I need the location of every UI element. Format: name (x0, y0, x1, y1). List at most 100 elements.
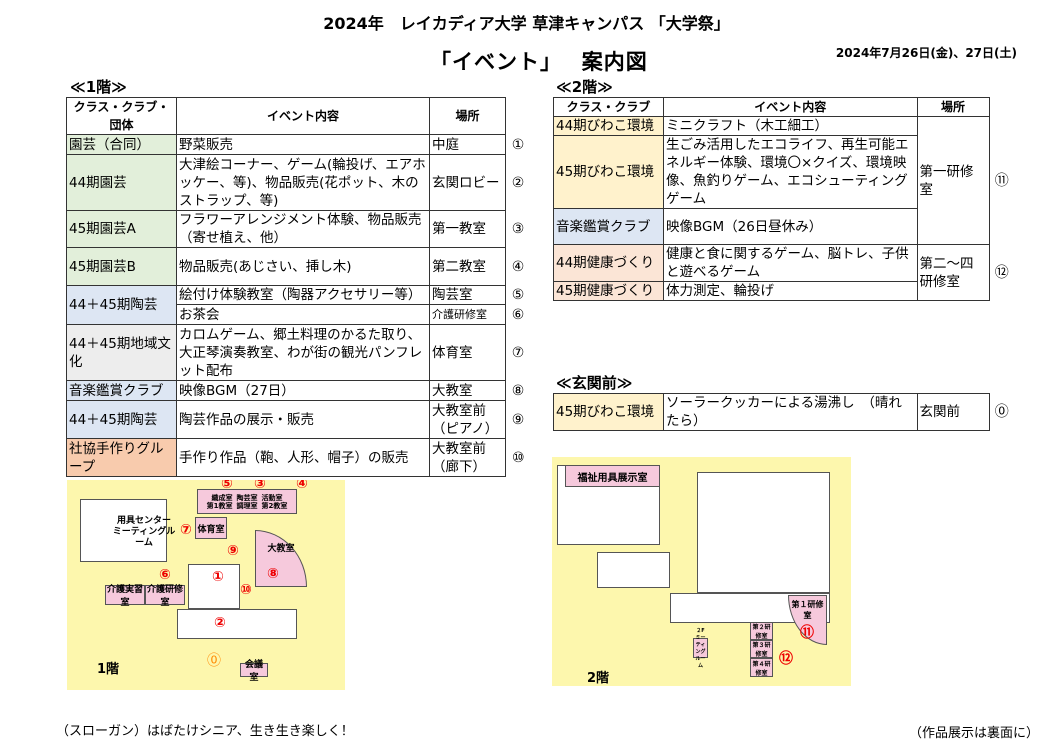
event-cell: 健康と食に関するゲーム、脳トレ、子供と遊べるゲーム (663, 244, 918, 282)
group-cell: 音楽鑑賞クラブ (553, 208, 664, 245)
event-cell: 陶芸作品の展示・販売 (176, 400, 430, 439)
event-cell: 大津絵コーナー、ゲーム(輪投げ、エアホッケー、等)、物品販売(花ポット、木のスト… (176, 154, 430, 211)
document-subtitle: 「イベント」 案内図 (430, 50, 648, 74)
map-gym: 体育室 (195, 517, 227, 539)
map-marker-11: ⑪ (800, 625, 814, 641)
map-marker-9: ⑨ (227, 543, 239, 559)
place-cell: 大教室前（廊下） (429, 438, 506, 477)
map-top-room-label: 活動室 (261, 493, 283, 502)
number-column-spacer (505, 97, 528, 135)
place-cell: 第二～四研修室 (916, 244, 990, 301)
map-marker-10: ⑩ (240, 582, 252, 598)
table-header-row: クラス・クラブ・団体イベント内容場所 (66, 97, 528, 135)
map-training-room-2: 第２研修室 (750, 622, 773, 640)
floor1-heading: ≪1階≫ (70, 78, 127, 96)
map-marker-6: ⑥ (159, 567, 171, 583)
group-cell: 45期びわこ環境 (553, 135, 664, 209)
place-cell: 大教室前（ピアノ） (429, 400, 506, 439)
event-cell: 映像BGM（26日昼休み） (663, 208, 918, 245)
location-number: ⑨ (505, 400, 528, 439)
floor2-map: 福祉用具展示室 第１研修室 第２研修室 第３研修室 第４研修室 ２Fミーティング… (552, 457, 851, 686)
footer-note: （作品展示は裏面に） (908, 726, 1039, 741)
place-cell: 中庭 (429, 134, 506, 155)
event-cell: お茶会 (176, 304, 430, 325)
map-middle-building (597, 552, 670, 588)
slogan: （スローガン）はばたけシニア、生き生き楽しく！ (56, 724, 354, 739)
map-training-room-4: 第４研修室 (750, 658, 773, 677)
map-care-practice: 介護実習室 (105, 585, 145, 608)
map-top-room-label: 第2教室 (261, 501, 288, 510)
map-top-rooms: 織成室陶芸室活動室第1教室調理室第2教室 (197, 489, 297, 514)
column-header: クラス・クラブ (553, 97, 664, 117)
entrance-heading: ≪玄関前≫ (556, 374, 633, 392)
group-cell: 園芸（合同） (66, 134, 177, 155)
map-east-building (697, 472, 830, 593)
group-cell: 44＋45期地域文化 (66, 324, 177, 381)
map-marker-3: ③ (254, 480, 266, 492)
map-marker-8: ⑧ (267, 566, 279, 582)
event-cell: 野菜販売 (176, 134, 430, 155)
column-header: 場所 (429, 97, 506, 135)
map-courtyard (188, 564, 240, 609)
table-row: 44期健康づくり健康と食に関するゲーム、脳トレ、子供と遊べるゲーム第二～四研修室… (553, 244, 1011, 301)
place-cell: 陶芸室 (429, 285, 506, 305)
map-training-room-3: 第３研修室 (750, 640, 773, 658)
map-marker-2: ② (214, 615, 226, 631)
table-row: 45期健康づくり体力測定、輪投げ (553, 281, 1012, 301)
map-top-room-label: 調理室 (236, 501, 258, 510)
map-big-classroom: 大教室 (255, 530, 307, 587)
group-cell: 45期健康づくり (553, 281, 664, 301)
group-cell: 44＋45期陶芸 (66, 285, 177, 325)
event-cell: 物品販売(あじさい、挿し木) (176, 247, 430, 286)
event-date: 2024年7月26日(金)、27日(土) (835, 46, 1017, 60)
map-conference: 会議室 (240, 660, 268, 683)
map-marker-5: ⑤ (221, 480, 233, 492)
map-top-room-label: 第1教室 (206, 501, 233, 510)
place-cell: 第一教室 (429, 210, 506, 248)
table-row: 45期びわこ環境生ごみ活用したエコライフ、再生可能エネルギー体験、環境〇×クイズ… (553, 135, 1012, 209)
location-number: ⓪ (989, 393, 1011, 431)
place-cell: 大教室 (429, 380, 506, 401)
event-cell: 映像BGM（27日） (176, 380, 430, 401)
group-cell: 社協手作りグループ (66, 438, 177, 477)
group-cell: 45期園芸B (66, 247, 177, 286)
location-number: ③ (505, 210, 528, 248)
event-cell: 手作り作品（鞄、人形、帽子）の販売 (176, 438, 430, 477)
column-header: イベント内容 (176, 97, 430, 135)
map-top-room-label: 陶芸室 (236, 493, 258, 502)
map-label-top: 織成室陶芸室活動室第1教室調理室第2教室 (198, 494, 296, 510)
table-header-row: クラス・クラブイベント内容場所 (553, 97, 1011, 117)
floor2-heading: ≪2階≫ (556, 78, 613, 96)
map1-floor-label: 1階 (97, 662, 120, 677)
table-row: 44＋45期地域文化カロムゲーム、郷土料理のかるた取り、大正琴演奏教室、わが街の… (66, 324, 528, 381)
location-number: ⑥ (505, 304, 528, 325)
group-cell: 45期園芸A (66, 210, 177, 248)
group-cell: 音楽鑑賞クラブ (66, 380, 177, 401)
group-cell: 44期園芸 (66, 154, 177, 211)
map-top-room-label: 織成室 (211, 493, 233, 502)
table-row: 44＋45期陶芸陶芸作品の展示・販売大教室前（ピアノ）⑨ (66, 400, 528, 439)
event-cell: 絵付け体験教室（陶器アクセサリー等） (176, 285, 430, 305)
column-header: イベント内容 (663, 97, 918, 117)
table-row: 44期園芸大津絵コーナー、ゲーム(輪投げ、エアホッケー、等)、物品販売(花ポット… (66, 154, 528, 211)
place-cell: 第二教室 (429, 247, 506, 286)
map-marker-7: ⑦ (180, 522, 192, 538)
place-cell: 体育室 (429, 324, 506, 381)
map2-floor-label: 2階 (587, 671, 610, 686)
group-cell: 44期健康づくり (553, 244, 664, 282)
map-tool-center (80, 499, 167, 562)
location-number: ① (505, 134, 528, 155)
map-marker-0: ⓪ (207, 653, 221, 669)
document-title: 2024年 レイカディア大学 草津キャンパス 「大学祭」 (323, 14, 730, 33)
map-marker-12: ⑫ (779, 651, 793, 667)
floor1-map: 織成室陶芸室活動室第1教室調理室第2教室 体育室 用具センター ミーティングルー… (67, 480, 345, 690)
